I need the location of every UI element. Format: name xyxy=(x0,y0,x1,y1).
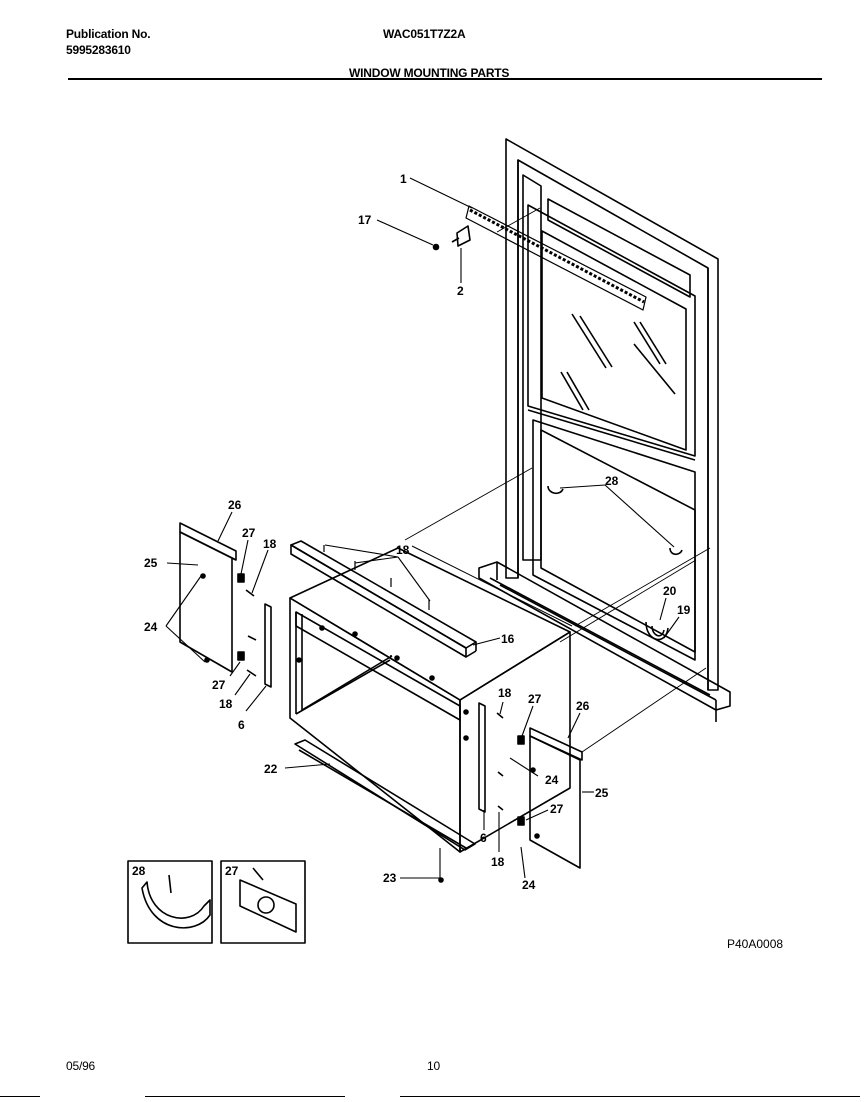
window-brackets xyxy=(547,485,683,641)
callout-24-left: 24 xyxy=(144,620,158,634)
callout-27-right-bottom: 27 xyxy=(550,802,564,816)
bottom-scan-line-3 xyxy=(400,1096,860,1097)
callout-26-right: 26 xyxy=(576,699,590,713)
callout-27-left-top: 27 xyxy=(242,526,256,540)
right-side-panel xyxy=(529,727,583,869)
callout-18-right-top: 18 xyxy=(498,686,512,700)
callout-24-right-top: 24 xyxy=(545,773,559,787)
header-rule xyxy=(68,78,822,80)
leader-lines xyxy=(165,177,711,879)
inset-callout-28: 28 xyxy=(132,864,146,878)
callout-19: 19 xyxy=(677,603,691,617)
callout-labels: 1 17 2 26 27 18 25 24 27 18 6 18 16 28 2… xyxy=(132,172,783,951)
callout-6-left: 6 xyxy=(238,718,245,732)
publication-number: 5995283610 xyxy=(66,43,131,57)
callout-18-left-bottom: 18 xyxy=(219,697,233,711)
left-side-panel xyxy=(179,522,237,673)
callout-27-left-bottom: 27 xyxy=(212,678,226,692)
callout-18-left-top: 18 xyxy=(263,537,277,551)
left-hardware xyxy=(237,573,272,688)
bottom-rail xyxy=(294,739,476,883)
mounting-bracket xyxy=(432,225,471,251)
callout-16: 16 xyxy=(501,632,515,646)
callout-22: 22 xyxy=(264,762,278,776)
publication-label: Publication No. xyxy=(66,27,151,41)
callout-24-right-bottom: 24 xyxy=(522,878,536,892)
footer-date: 05/96 xyxy=(66,1059,96,1073)
callout-1: 1 xyxy=(400,172,407,186)
right-hardware xyxy=(478,702,525,826)
figure-code: P40A0008 xyxy=(727,937,783,951)
foam-weatherstrip xyxy=(465,205,647,311)
cabinet xyxy=(289,545,573,853)
callout-18-top: 18 xyxy=(396,543,410,557)
section-title: WINDOW MOUNTING PARTS xyxy=(349,66,510,80)
inset-part-28 xyxy=(127,860,213,944)
bottom-scan-line-2 xyxy=(145,1096,345,1097)
bottom-scan-line xyxy=(0,1096,40,1097)
callout-28: 28 xyxy=(605,474,619,488)
footer-page-number: 10 xyxy=(427,1059,440,1073)
callout-26-left: 26 xyxy=(228,498,242,512)
callout-23: 23 xyxy=(383,871,397,885)
callout-20: 20 xyxy=(663,584,677,598)
callout-6-right: 6 xyxy=(480,831,487,845)
window-frame xyxy=(478,138,731,722)
inset-part-27 xyxy=(220,860,306,944)
callout-27-right-top: 27 xyxy=(528,692,542,706)
callout-25-right: 25 xyxy=(595,786,609,800)
inset-callout-27: 27 xyxy=(225,864,239,878)
callout-18-right-bottom: 18 xyxy=(491,855,505,869)
top-rail xyxy=(290,540,477,658)
callout-17: 17 xyxy=(358,213,372,227)
model-number: WAC051T7Z2A xyxy=(383,27,466,41)
callout-2: 2 xyxy=(457,284,464,298)
callout-25-left: 25 xyxy=(144,556,158,570)
